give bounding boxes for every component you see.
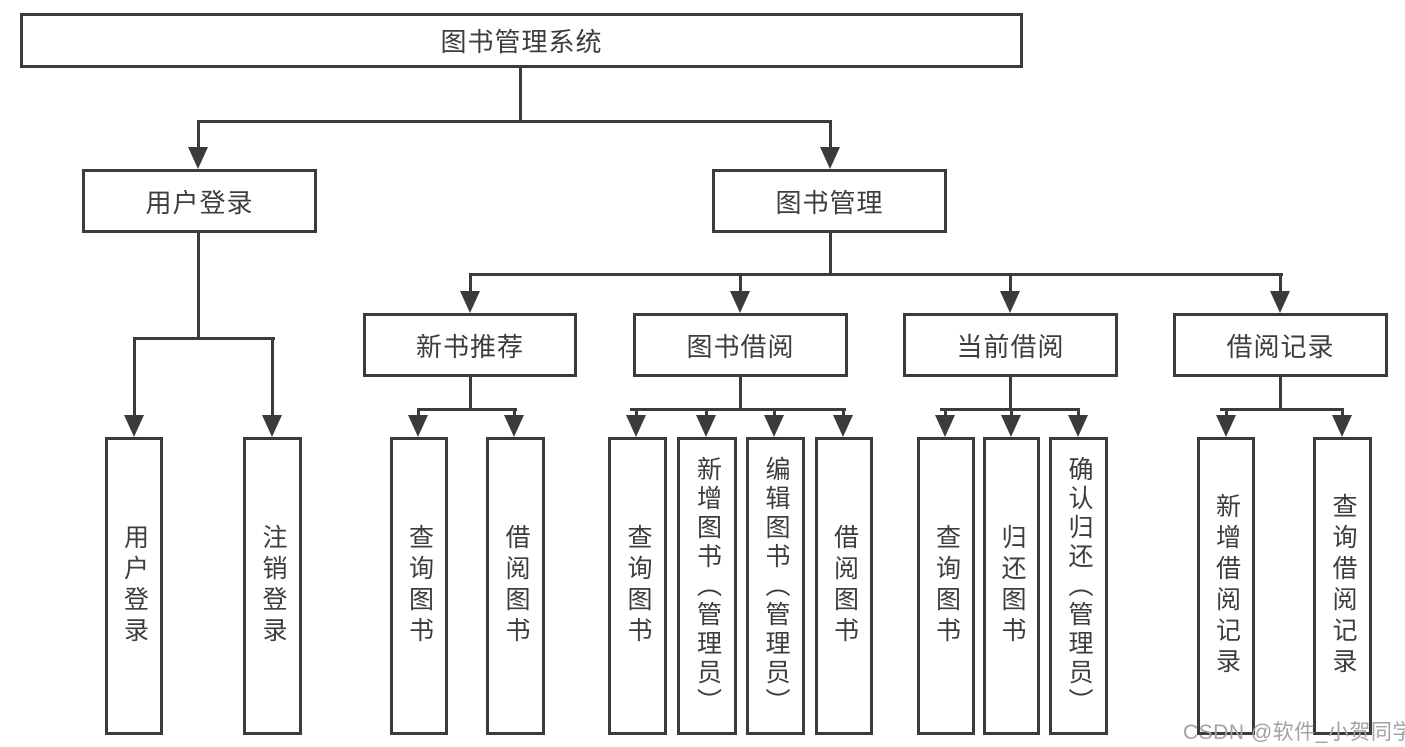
connector	[1279, 377, 1282, 411]
arrow-down	[408, 415, 428, 437]
arrow-down	[1270, 291, 1290, 313]
connector	[417, 408, 420, 420]
node-root: 图书管理系统	[20, 13, 1023, 68]
connector	[1225, 408, 1228, 420]
connector	[513, 408, 516, 420]
connector	[197, 120, 200, 150]
node-book-borrow: 图书借阅	[633, 313, 848, 377]
leaf-borrow-books-2: 借阅图书	[815, 437, 873, 735]
leaf-borrow-books-1: 借阅图书	[486, 437, 545, 735]
node-current-borrow: 当前借阅	[903, 313, 1118, 377]
leaf-add-book-admin: 新增图书（管理员）	[677, 437, 737, 735]
connector	[630, 408, 846, 411]
arrow-down	[764, 415, 784, 437]
arrow-down	[1001, 415, 1021, 437]
arrow-down	[504, 415, 524, 437]
connector	[1077, 408, 1080, 420]
arrow-down	[730, 291, 750, 313]
arrow-down	[833, 415, 853, 437]
connector	[133, 337, 136, 419]
arrow-down	[188, 147, 208, 169]
node-user-login: 用户登录	[82, 169, 317, 233]
arrow-down	[124, 415, 144, 437]
csdn-watermark: CSDN @软件_小贺同学	[1183, 721, 1405, 744]
connector	[842, 408, 845, 420]
arrow-down	[1216, 415, 1236, 437]
leaf-return-book: 归还图书	[983, 437, 1040, 735]
connector	[1009, 273, 1012, 295]
leaf-query-books-3: 查询图书	[917, 437, 975, 735]
leaf-query-books-1: 查询图书	[390, 437, 448, 735]
leaf-user-login: 用户登录	[105, 437, 163, 735]
connector	[197, 233, 200, 340]
connector	[197, 120, 832, 123]
connector	[519, 68, 522, 123]
connector	[469, 273, 472, 295]
connector	[1010, 408, 1013, 420]
arrow-down	[935, 415, 955, 437]
connector	[469, 377, 472, 411]
arrow-down	[626, 415, 646, 437]
arrow-down	[1332, 415, 1352, 437]
leaf-query-borrow-record: 查询借阅记录	[1313, 437, 1372, 735]
connector	[829, 120, 832, 150]
arrow-down	[1000, 291, 1020, 313]
connector	[1279, 273, 1282, 295]
connector	[1341, 408, 1344, 420]
node-book-management: 图书管理	[712, 169, 947, 233]
arrow-down	[460, 291, 480, 313]
leaf-query-books-2: 查询图书	[608, 437, 667, 735]
connector	[1220, 408, 1344, 411]
node-borrow-records: 借阅记录	[1173, 313, 1388, 377]
connector	[1009, 377, 1012, 411]
leaf-add-borrow-record: 新增借阅记录	[1197, 437, 1255, 735]
leaf-confirm-return-admin: 确认归还（管理员）	[1049, 437, 1108, 735]
connector	[271, 337, 274, 419]
connector	[944, 408, 947, 420]
arrow-down	[696, 415, 716, 437]
connector	[133, 337, 275, 340]
connector	[469, 273, 1283, 276]
connector	[829, 233, 832, 276]
connector	[773, 408, 776, 420]
leaf-edit-book-admin: 编辑图书（管理员）	[746, 437, 805, 735]
connector	[635, 408, 638, 420]
arrow-down	[1068, 415, 1088, 437]
connector	[739, 377, 742, 411]
connector	[705, 408, 708, 420]
arrow-down	[820, 147, 840, 169]
connector	[418, 408, 517, 411]
arrow-down	[262, 415, 282, 437]
connector	[739, 273, 742, 295]
leaf-logout: 注销登录	[243, 437, 302, 735]
node-new-book-recommend: 新书推荐	[363, 313, 577, 377]
